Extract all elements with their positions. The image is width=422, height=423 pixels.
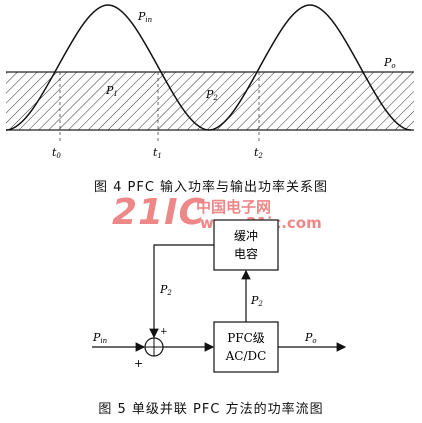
po-label: Po: [383, 56, 396, 70]
plus-bottom-label: +: [134, 357, 143, 370]
input-power-curve: [5, 4, 412, 131]
watermark-cn: 中国电子网: [196, 198, 272, 216]
t0-label: t0: [52, 146, 61, 160]
p1-label: P1: [105, 84, 118, 98]
plus-top-label: +: [160, 327, 168, 337]
p2-mid-label: P2: [250, 294, 263, 308]
figure5-caption: 图 5 单级并联 PFC 方法的功率流图: [98, 402, 324, 417]
buffer-line1: 缓冲: [234, 228, 258, 243]
pfc-stage-box: [213, 321, 279, 373]
output-power-band: [6, 72, 414, 130]
buffer-capacitor-box: [213, 219, 279, 271]
figure5-diagram: 缓冲 电容 PFC级 AC/DC Pin Po P2 P2 + +: [92, 219, 347, 373]
figure4-diagram: Pin Po P1 P2 t0 t1 t2: [5, 4, 414, 160]
buffer-feedback-line: [149, 244, 214, 339]
watermark-logo: 21IC: [112, 192, 206, 233]
buffer-line2: 电容: [234, 246, 258, 261]
pfc-line2: AC/DC: [225, 349, 267, 363]
pfc-line1: PFC级: [227, 331, 265, 345]
t1-label: t1: [153, 146, 162, 160]
p2-label: P2: [205, 88, 218, 102]
figure4-caption: 图 4 PFC 输入功率与输出功率关系图: [93, 180, 329, 195]
po-output-label: Po: [304, 331, 317, 345]
pin-label: Pin: [137, 10, 153, 24]
t2-label: t2: [254, 146, 263, 160]
pin-input-label: Pin: [92, 331, 108, 345]
p2-left-label: P2: [159, 283, 172, 297]
